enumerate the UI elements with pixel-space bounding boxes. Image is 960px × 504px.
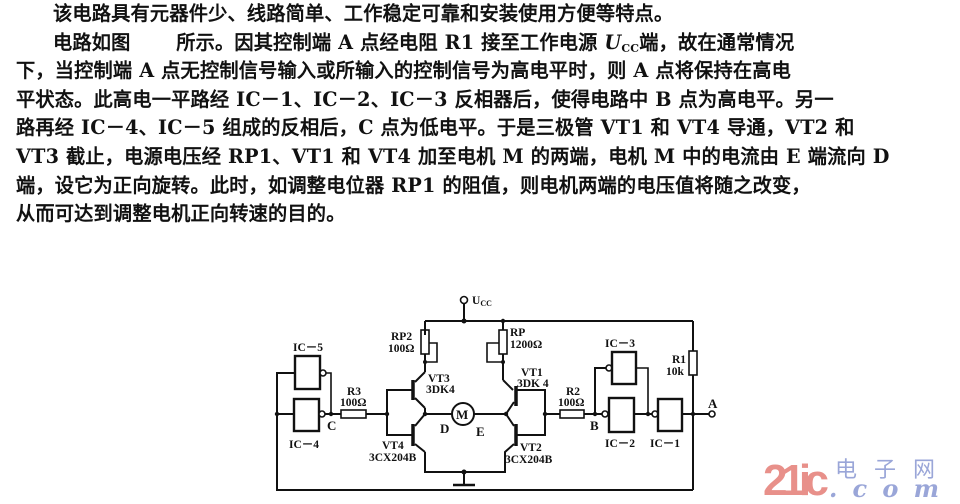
description-paragraph: 电路如图 所示。因其控制端 A 点经电阻 R1 接至工作电源 UCC端，故在通常… [16, 29, 946, 229]
motor-label: M [456, 407, 468, 422]
r2-resistor: R2 100Ω [545, 386, 595, 419]
ic3-inverter: IC－3 [605, 338, 649, 414]
vt4-name: VT4 [382, 440, 404, 452]
watermark-brand: 21ic [763, 456, 829, 500]
ic2-inverter: IC－2 [601, 396, 648, 450]
rp-name: RP [510, 327, 525, 339]
ic2-label: IC－2 [605, 438, 635, 450]
rp2-value: 100Ω [388, 343, 414, 355]
watermark-cn: 电子网 [835, 458, 935, 483]
ic3-label: IC－3 [605, 338, 635, 350]
text-line: 电路如图 所示。因其控制端 A 点经电阻 R1 接至工作电源 UCC端，故在通常… [16, 29, 946, 58]
vt3-type: 3DK4 [426, 384, 455, 396]
ic1-inverter: IC－1 [648, 397, 712, 450]
watermark-logo: 21ic 电子网 .com [763, 455, 953, 504]
node-e: E [476, 424, 485, 439]
r2-name: R2 [566, 386, 580, 398]
bottom-return-wire [276, 414, 693, 491]
text-segment: 端，故在通常情况 [639, 30, 795, 54]
rp2-name: RP2 [391, 331, 412, 343]
motor: M D E [425, 402, 506, 439]
text-line: 下，当控制端 A 点无控制信号输入或所输入的控制信号为高电平时，则 A 点将保持… [16, 59, 792, 83]
r3-value: 100Ω [340, 397, 366, 409]
supply-terminal: UCC [459, 295, 492, 324]
vt2-type: 3CX204B [505, 454, 553, 466]
vt4-type: 3CX204B [369, 452, 417, 464]
node-b: B [590, 418, 599, 433]
node-d: D [440, 421, 449, 436]
vt3-transistor: VT3 3DK4 [386, 371, 455, 414]
text-line: VT3 截止，电源电压经 RP1、VT1 和 VT4 加至电机 M 的两端，电机… [16, 144, 890, 168]
supply-label: UCC [472, 295, 492, 308]
rp-value: 1200Ω [510, 339, 542, 351]
text-line: 端，设它为正向旋转。此时，如调整电位器 RP1 的阻值，则电机两端的电压值将随之… [16, 173, 811, 197]
rp2-potentiometer: RP2 100Ω [388, 329, 438, 372]
node-a: A [708, 396, 718, 411]
text-line: 平状态。此高电一平路经 IC－1、IC－2、IC－3 反相器后，使得电路中 B … [16, 87, 834, 111]
r3-name: R3 [347, 386, 361, 398]
rp-potentiometer: RP 1200Ω [486, 321, 542, 380]
r3-resistor: R3 100Ω [340, 386, 387, 419]
r1-resistor: R1 10k [666, 321, 698, 490]
vt1-transistor: VT1 3DK 4 [502, 367, 549, 415]
ic5-label: IC－5 [293, 342, 323, 354]
ic5-inverter: IC－5 [293, 342, 332, 414]
vt1-type: 3DK 4 [517, 378, 549, 390]
ground-symbol [453, 469, 475, 487]
text-segment: 电路如图 所示。因其控制端 A 点经电阻 R1 接至工作电源 [53, 30, 605, 54]
supply-subscript: CC [621, 41, 640, 55]
r1-value: 10k [666, 366, 685, 378]
r1-name: R1 [672, 354, 686, 366]
r2-value: 100Ω [558, 397, 584, 409]
node-c: C [327, 418, 336, 433]
vt1-name: VT1 [521, 367, 543, 379]
ic4-label: IC－4 [289, 439, 319, 451]
text-line: 路再经 IC－4、IC－5 组成的反相后，C 点为低电平。于是三极管 VT1 和… [16, 116, 855, 140]
supply-symbol: U [604, 30, 622, 54]
text-line: 该电路具有元器件少、线路简单、工作稳定可靠和安装使用方便等特点。 [53, 2, 674, 25]
ic4-inverter: IC－4 [277, 397, 341, 451]
vt4-transistor: VT4 3CX204B [369, 413, 464, 473]
vt2-name: VT2 [520, 442, 542, 454]
intro-paragraph: 该电路具有元器件少、线路简单、工作稳定可靠和安装使用方便等特点。 [16, 0, 946, 29]
vt2-transistor: VT2 3CX204B [464, 413, 553, 473]
vt3-name: VT3 [428, 373, 450, 385]
text-line: 从而可达到调整电机正向转速的目的。 [16, 202, 346, 226]
ic1-label: IC－1 [650, 438, 680, 450]
input-terminal-a[interactable]: A [708, 396, 718, 418]
